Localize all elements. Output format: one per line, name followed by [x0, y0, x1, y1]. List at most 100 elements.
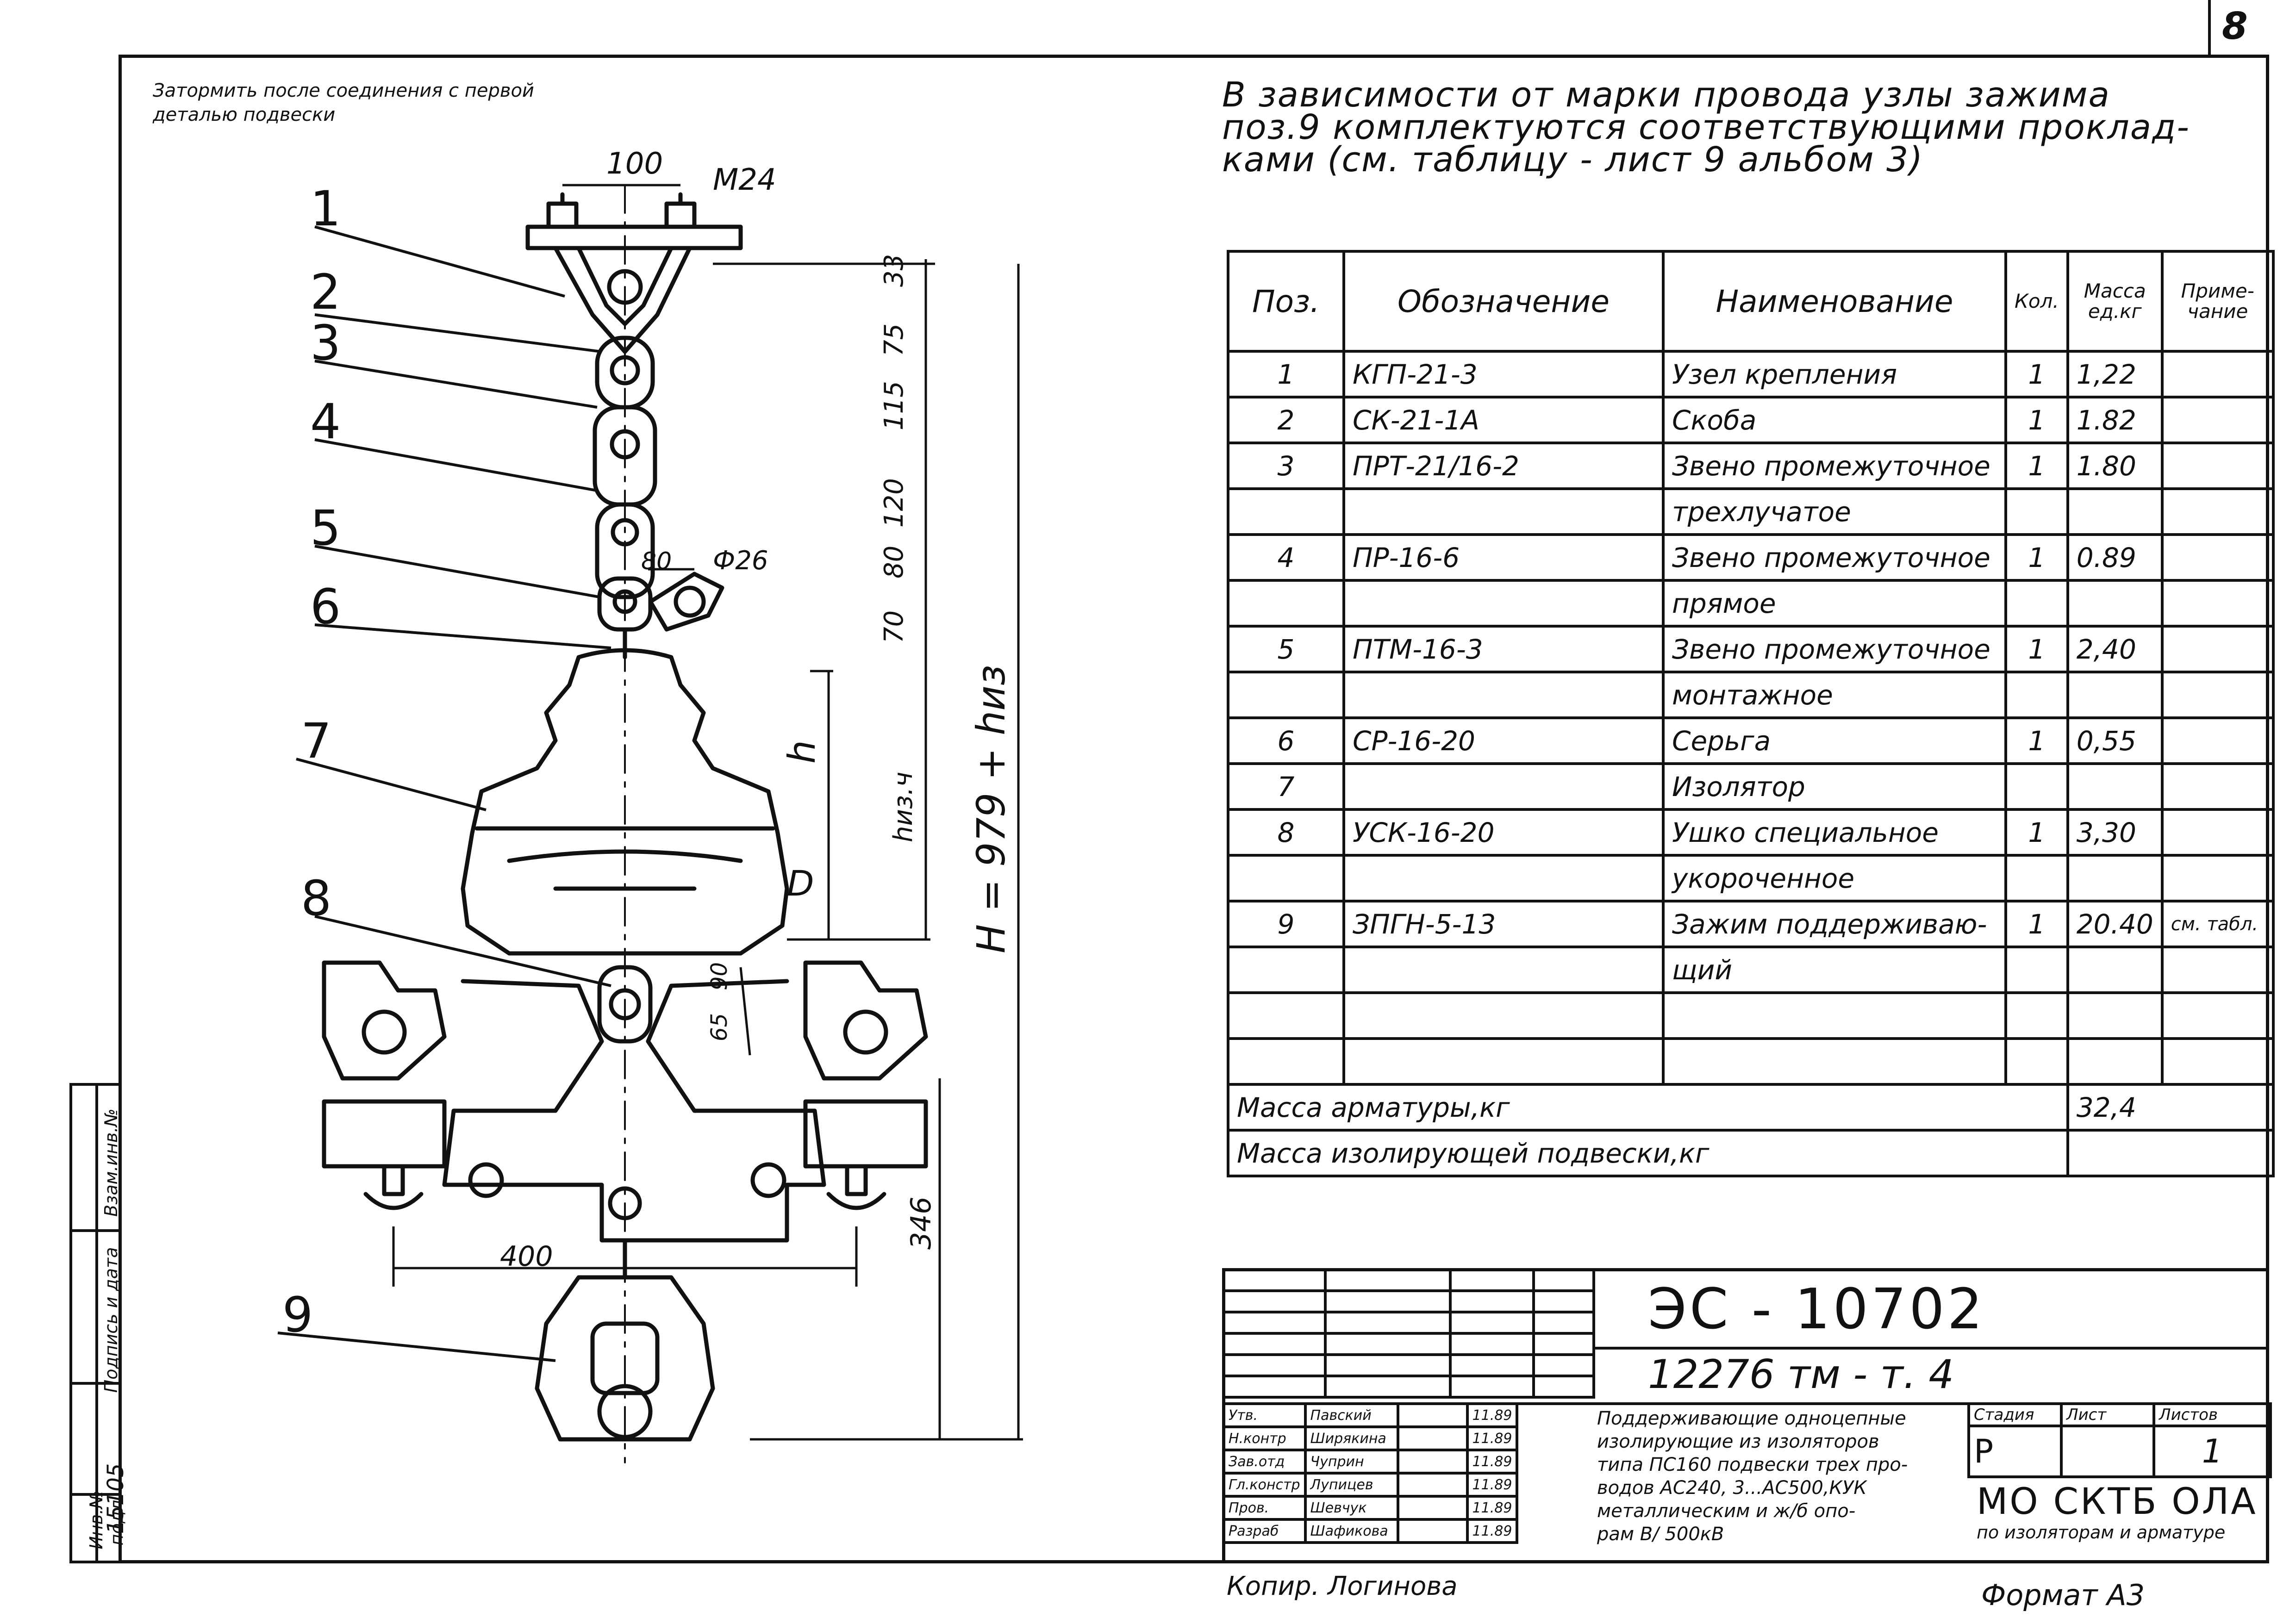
dim-65: 65 [706, 1013, 732, 1041]
total-insulating-value [2066, 1129, 2275, 1177]
role-date: 11.89 [1466, 1425, 1519, 1451]
cell-note [2160, 487, 2275, 536]
dim-115: 115 [879, 381, 909, 430]
cell-note [2160, 854, 2275, 902]
stage-value: Р [1967, 1425, 2063, 1478]
cell-note [2160, 533, 2275, 582]
cell-note [2160, 579, 2275, 628]
bolt-right [664, 201, 697, 229]
left-clamp [322, 960, 447, 1210]
dim-400: 400 [500, 1240, 553, 1273]
header-name: Наименование [1662, 250, 2007, 353]
cell-name: Зажим поддерживаю- [1662, 900, 2007, 948]
table-row: щий [1227, 946, 2275, 994]
org-sub: по изоляторам и арматуре [1977, 1522, 2226, 1543]
cell-designation: СК-21-1А [1342, 396, 1665, 444]
cell-mass: 1.82 [2066, 396, 2164, 444]
cell-name: Звено промежуточное [1662, 442, 2007, 490]
dim-70: 70 [879, 610, 909, 643]
dim-120: 120 [879, 478, 909, 528]
cell-designation [1342, 487, 1665, 536]
dim-80-vertical: 80 [879, 546, 909, 579]
role-label: Разраб [1222, 1518, 1307, 1544]
cell-note [2160, 671, 2275, 719]
role-name: Павский [1304, 1402, 1399, 1428]
cell-mass: 2,40 [2066, 625, 2164, 673]
cell-pos [1227, 671, 1345, 719]
cell-mass: 1.80 [2066, 442, 2164, 490]
role-date: 11.89 [1466, 1495, 1519, 1521]
cell-note [2160, 946, 2275, 994]
sheet-value [2060, 1425, 2155, 1478]
cell-qty [2004, 579, 2069, 628]
cell-qty [2004, 1037, 2069, 1086]
cell-name: Звено промежуточное [1662, 625, 2007, 673]
dim-H-total: H = 979 + hиз [968, 665, 1014, 953]
position-label-9: 9 [282, 1287, 313, 1343]
total-insulating-label: Масса изолирующей подвески,кг [1227, 1129, 2069, 1177]
title-album: 12276 тм - т. 4 [1648, 1351, 1954, 1398]
cell-name: Ушко специальное [1662, 808, 2007, 857]
role-date: 11.89 [1466, 1472, 1519, 1498]
cell-pos [1227, 1037, 1345, 1086]
cell-note [2160, 991, 2275, 1040]
cell-note [2160, 1037, 2275, 1086]
dim-80-horizontal: 80 [641, 548, 672, 575]
cell-designation: ПР-16-6 [1342, 533, 1665, 582]
instruction-text: В зависимости от марки провода узлы зажи… [1222, 78, 2240, 177]
cell-designation: ЗПГН-5-13 [1342, 900, 1665, 948]
position-label-6: 6 [310, 579, 341, 635]
cell-name: прямое [1662, 579, 2007, 628]
cell-mass: 0,55 [2066, 716, 2164, 765]
cell-name: монтажное [1662, 671, 2007, 719]
yoke-plate [442, 979, 826, 1243]
total-fittings-label: Масса арматуры,кг [1227, 1083, 2069, 1132]
cell-pos [1227, 487, 1345, 536]
cell-name: Скоба [1662, 396, 2007, 444]
position-label-2: 2 [310, 264, 341, 320]
header-qty: Кол. [2004, 250, 2069, 353]
cell-note [2160, 808, 2275, 857]
description-line: Поддерживающие одноцепные [1597, 1408, 1906, 1429]
cell-mass: 20.40 [2066, 900, 2164, 948]
dim-m24: М24 [713, 163, 776, 197]
dim-h-izol: hиз.ч [888, 772, 918, 842]
cell-note [2160, 716, 2275, 765]
cell-pos: 6 [1227, 716, 1345, 765]
cell-name: щий [1662, 946, 2007, 994]
cell-pos [1227, 579, 1345, 628]
cell-pos: 8 [1227, 808, 1345, 857]
cell-note: см. табл. [2160, 900, 2275, 948]
cell-name [1662, 991, 2007, 1040]
stage-label: Стадия [1967, 1402, 2063, 1427]
dim-h: h [780, 740, 824, 764]
position-label-8: 8 [301, 870, 332, 927]
bolt-left [546, 201, 579, 229]
cell-qty: 1 [2004, 396, 2069, 444]
cell-name: укороченное [1662, 854, 2007, 902]
cell-mass [2066, 1037, 2164, 1086]
dim-phi26: Ф26 [713, 546, 768, 576]
role-name: Лупицев [1304, 1472, 1399, 1498]
cell-note [2160, 625, 2275, 673]
cell-qty: 1 [2004, 533, 2069, 582]
description-line: типа ПС160 подвески трех про- [1597, 1454, 1908, 1475]
cell-mass [2066, 946, 2164, 994]
dim-90: 90 [706, 962, 732, 990]
side-stamp [69, 1083, 119, 1563]
header-designation: Обозначение [1342, 250, 1665, 353]
cell-mass [2066, 487, 2164, 536]
cell-pos [1227, 991, 1345, 1040]
table-row [1227, 991, 2275, 1040]
role-name: Чуприн [1304, 1449, 1399, 1475]
cell-qty [2004, 854, 2069, 902]
table-row [1227, 1037, 2275, 1086]
table-row: трехлучатое [1227, 487, 2275, 536]
